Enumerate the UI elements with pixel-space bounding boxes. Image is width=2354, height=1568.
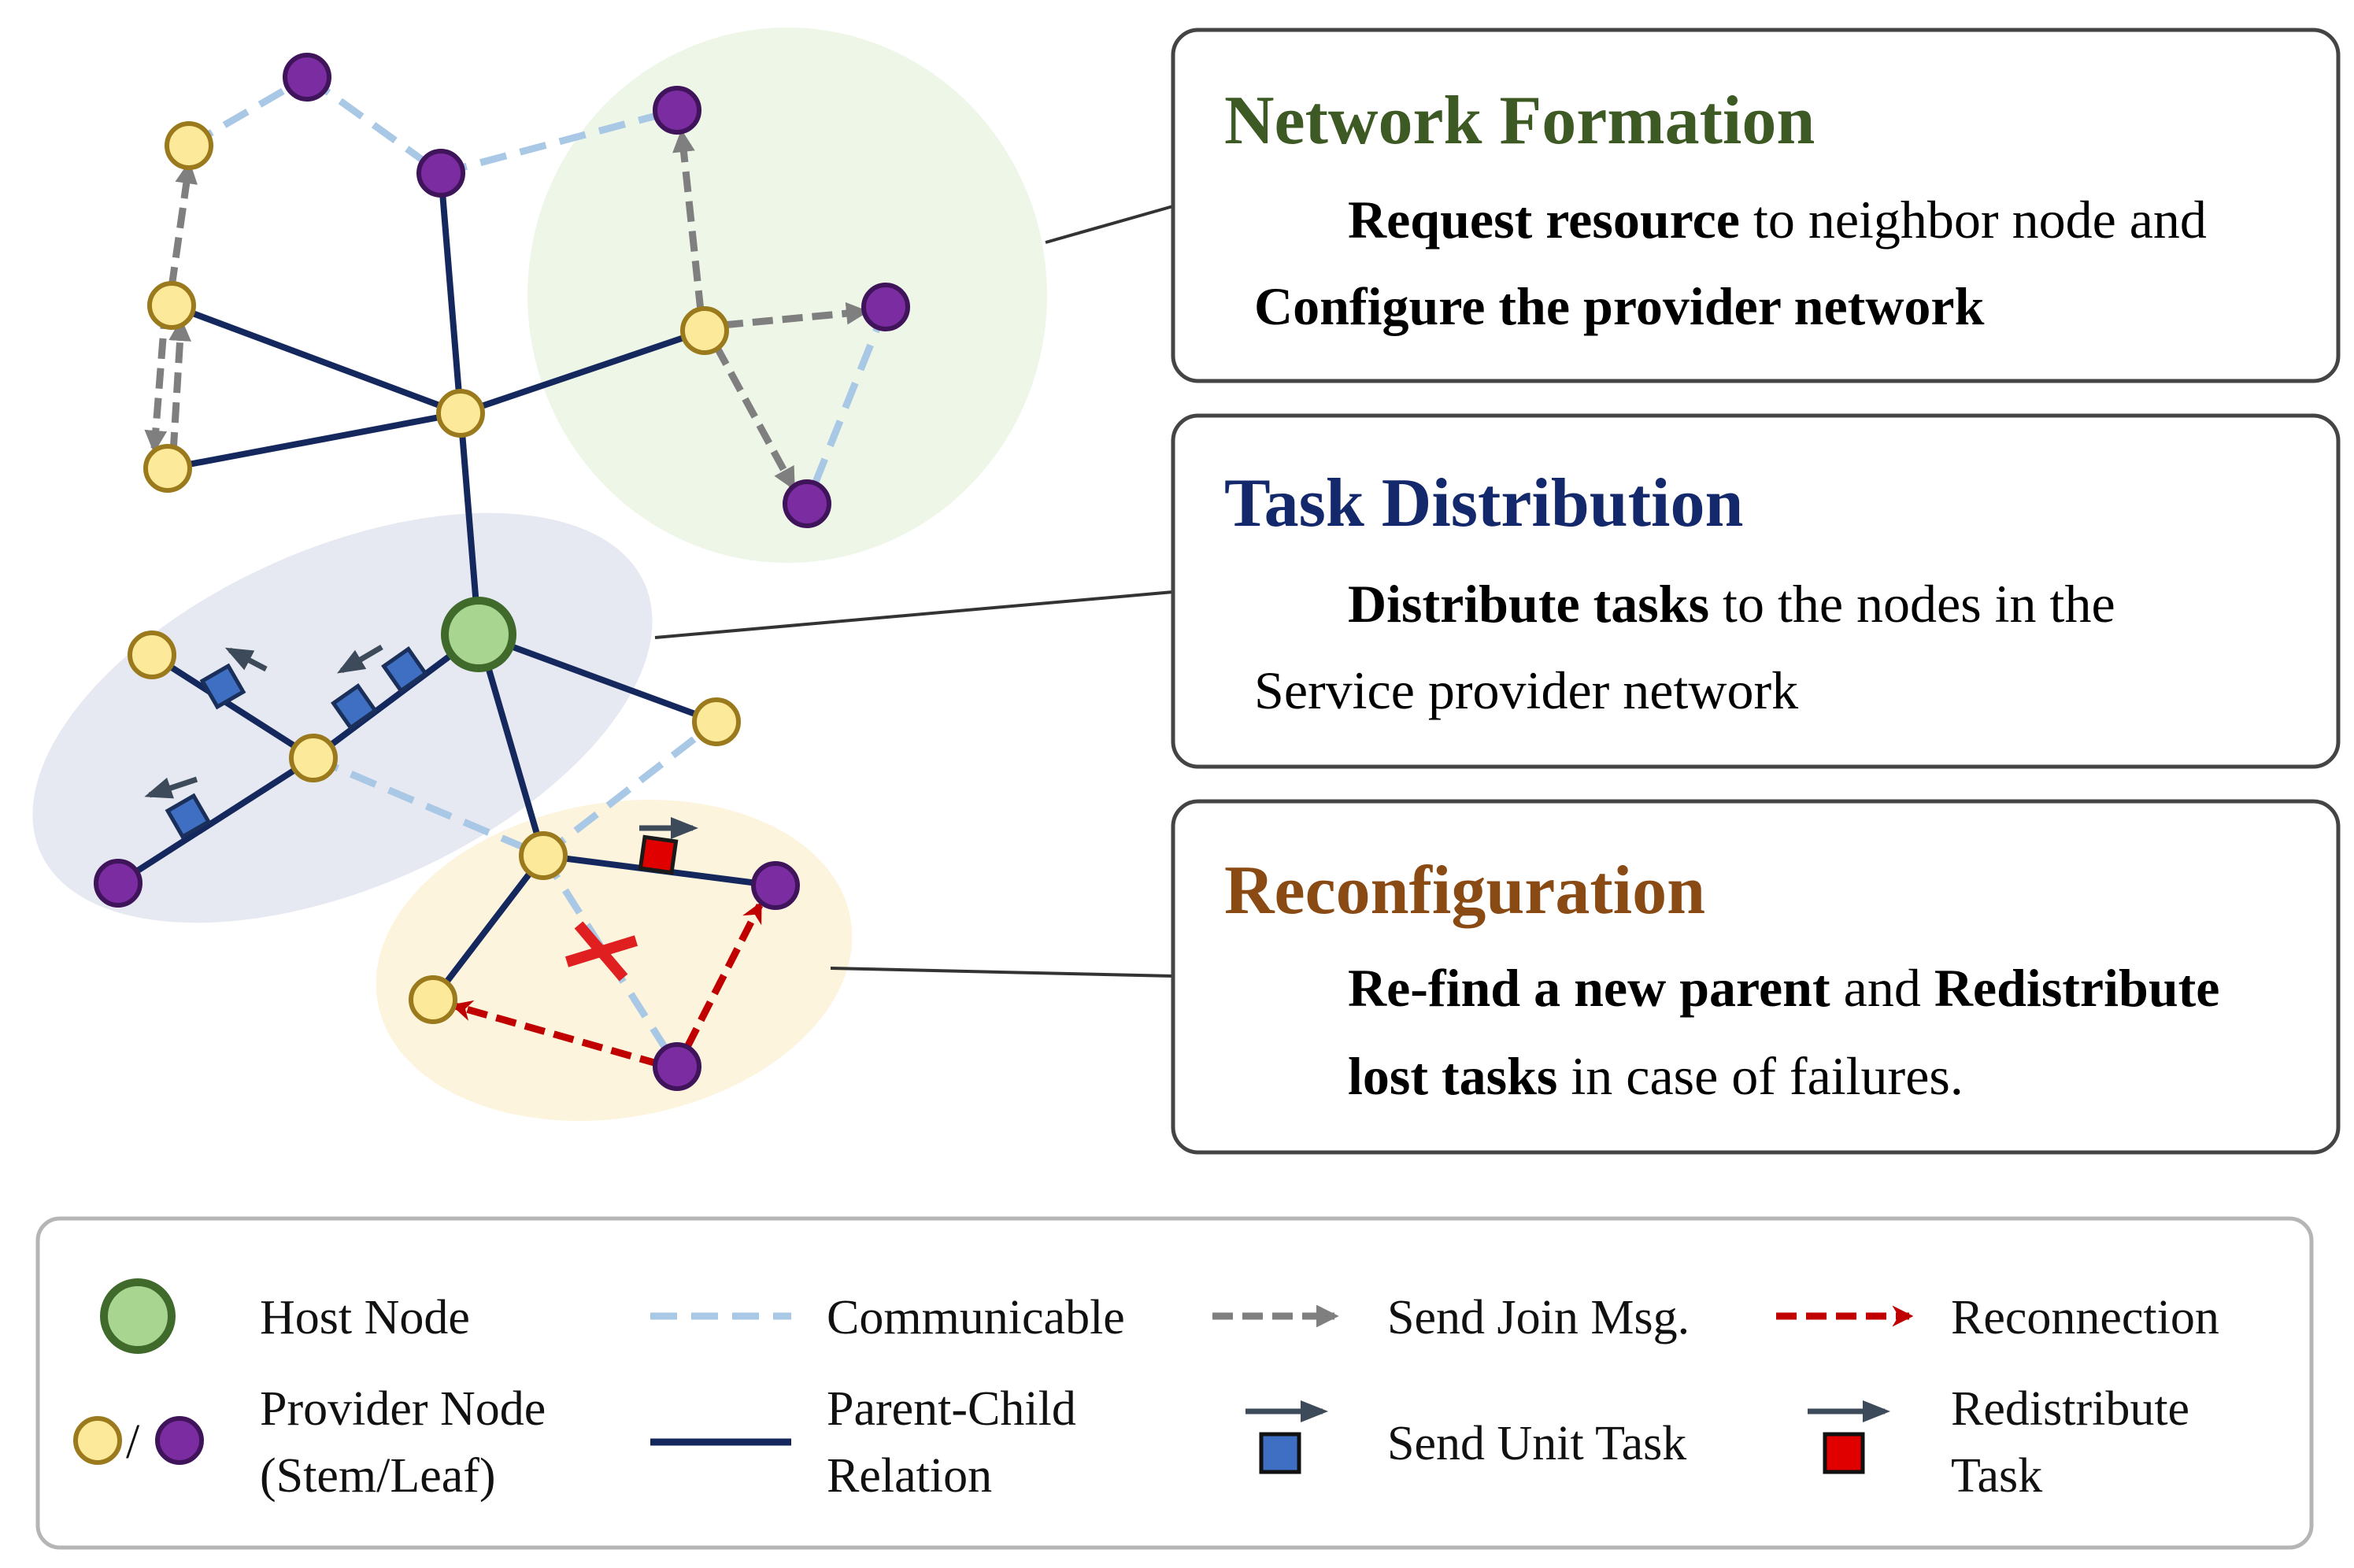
- panel-box: [1171, 413, 2341, 769]
- panel-title: Task Distribution: [1224, 465, 1743, 542]
- communicable-link: [541, 719, 719, 859]
- legend-label: Reconnection: [1951, 1291, 2219, 1344]
- stem-node: [289, 734, 338, 782]
- panel-box: [1171, 799, 2341, 1155]
- legend-label: Provider Node: [260, 1382, 546, 1436]
- stem-node: [436, 389, 485, 438]
- reconnection-arrow: [683, 901, 764, 1049]
- leaf-node: [861, 283, 910, 331]
- connector-line: [1045, 205, 1174, 244]
- reconnection-arrows: [450, 901, 764, 1068]
- parent-child-link: [476, 633, 546, 857]
- panel-title: Network Formation: [1224, 83, 1815, 159]
- unit-task-icon: [144, 776, 212, 840]
- stem-node: [128, 631, 176, 679]
- legend-label: Redistribute: [1951, 1382, 2189, 1436]
- legend-label: Send Unit Task: [1387, 1417, 1686, 1470]
- connector-line: [830, 967, 1174, 978]
- panel-line: Distribute tasks to the nodes in the: [1254, 574, 2182, 634]
- legend-label: Parent-Child: [827, 1382, 1076, 1436]
- legend-label: Host Node: [260, 1291, 470, 1344]
- panel-line: Configure the provider network: [1254, 276, 1985, 336]
- parent-child-link: [430, 853, 546, 1002]
- join-message-arrow: [713, 344, 796, 491]
- leaf-node: [751, 861, 800, 910]
- leaf-node-icon: [155, 1416, 204, 1465]
- parent-child-link: [477, 631, 718, 725]
- panel-connectors: [654, 205, 1174, 978]
- panel-line: lost tasks in case of failures.: [1254, 1046, 2030, 1106]
- unit-tasks: [144, 644, 698, 875]
- parent-child-link: [438, 172, 464, 414]
- unit-task-icon: [331, 644, 428, 730]
- redistribute-task-legend-icon: [1808, 1400, 1890, 1474]
- panel-title: Reconfiguration: [1224, 852, 1705, 929]
- connector-line: [654, 590, 1174, 639]
- failure-cross-icon: [564, 921, 638, 982]
- reconfiguration-panel: Reconfiguration Re-find a new parent and…: [1171, 799, 2341, 1155]
- stem-node: [680, 306, 729, 355]
- legend-label: Communicable: [827, 1291, 1125, 1344]
- communicable-link: [305, 74, 443, 176]
- communicable-link: [312, 754, 545, 860]
- panel-line: Request resource to neighbor node and: [1254, 190, 2274, 250]
- stem-node: [147, 281, 196, 330]
- stem-node: [692, 697, 741, 746]
- leaf-node: [653, 86, 701, 135]
- legend-label: Relation: [827, 1449, 992, 1503]
- stem-node: [143, 444, 192, 493]
- stem-node: [409, 975, 457, 1024]
- legend-label: Send Join Msg.: [1387, 1291, 1690, 1344]
- stem-node: [519, 831, 568, 880]
- leaf-node: [283, 53, 331, 102]
- redistribute-task-icon: [638, 817, 698, 875]
- communicable-link: [803, 305, 890, 505]
- legend: Host Node Communicable Send Join Msg. Re…: [35, 1216, 2314, 1550]
- host-node: [441, 597, 516, 672]
- unit-task-legend-icon: [1245, 1400, 1328, 1474]
- unit-task-icon: [199, 647, 268, 710]
- parent-child-link: [150, 652, 316, 761]
- join-message-arrow: [722, 301, 869, 329]
- stem-node-icon: [73, 1416, 122, 1465]
- legend-box: [35, 1216, 2314, 1550]
- panel-box: [1171, 28, 2341, 383]
- panel-line: Service provider network: [1254, 660, 1798, 720]
- legend-separator: /: [126, 1415, 140, 1469]
- stem-node: [165, 121, 213, 170]
- join-message-arrow: [168, 161, 198, 288]
- parent-child-link: [116, 755, 316, 886]
- parent-child-link: [170, 302, 462, 416]
- join-message-arrow: [168, 318, 191, 453]
- leaf-node: [653, 1042, 701, 1091]
- parent-child-link: [167, 410, 461, 472]
- leaf-node: [94, 859, 142, 908]
- leaf-node: [783, 479, 831, 528]
- network-formation-region: [527, 28, 1047, 563]
- reconnection-arrow: [450, 1000, 661, 1068]
- network-formation-panel: Network Formation Request resource to ne…: [1171, 28, 2341, 383]
- leaf-nodes: [94, 53, 910, 1091]
- task-distribution-panel: Task Distribution Distribute tasks to th…: [1171, 413, 2341, 769]
- legend-label: (Stem/Leaf): [260, 1449, 496, 1503]
- host-node-icon: [100, 1278, 176, 1354]
- leaf-node: [416, 149, 465, 198]
- parent-child-link: [459, 327, 706, 416]
- legend-label: Task: [1951, 1449, 2042, 1503]
- stem-nodes: [128, 121, 741, 1024]
- join-message-arrow: [144, 308, 169, 453]
- join-message-arrows: [144, 129, 869, 491]
- panel-line: Re-find a new parent and Redistribute: [1254, 958, 2286, 1018]
